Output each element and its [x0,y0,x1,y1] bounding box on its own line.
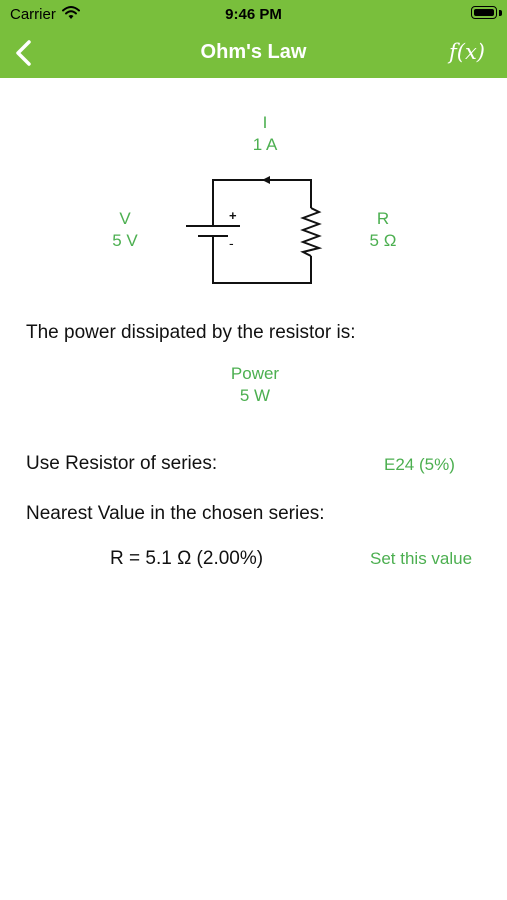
nearest-label: Nearest Value in the chosen series: [26,503,325,524]
set-value-button[interactable]: Set this value [370,549,473,568]
series-selector[interactable]: E24 (5%) [384,455,455,474]
resistor-zigzag [300,207,323,257]
page-title: Ohm's Law [200,41,307,63]
current-value: 1 A [252,135,278,154]
back-chevron-icon[interactable] [10,38,40,68]
status-bar: Carrier 9:46 PM [0,0,507,28]
battery-minus-sign: - [229,235,234,251]
battery-tip [499,10,502,16]
current-symbol: I [262,113,268,132]
formula-button[interactable]: f(x) [448,40,485,64]
resistance-symbol: R [376,209,390,228]
carrier-label: Carrier [10,6,56,23]
navigation-bar: Ohm's Law f(x) [0,28,507,78]
resistance-value: 5 Ω [369,231,397,250]
status-time: 9:46 PM [225,6,282,23]
wifi-icon [62,6,80,19]
power-value: 5 W [239,386,271,405]
battery-plus-sign: + [229,208,237,223]
nearest-value: R = 5.1 Ω (2.00%) [110,548,264,569]
circuit-diagram: + - [186,176,323,284]
current-label[interactable]: I 1 A [215,112,315,156]
power-result: Power 5 W [180,363,330,407]
power-statement: The power dissipated by the resistor is: [26,322,356,343]
resistance-label[interactable]: R 5 Ω [343,208,423,252]
circuit-wire-bottom [212,240,312,284]
current-arrow-icon [262,176,270,184]
voltage-symbol: V [119,209,131,228]
voltage-value: 5 V [112,231,138,250]
battery-icon [471,6,497,19]
circuit-wire [212,179,312,220]
series-label: Use Resistor of series: [26,453,218,474]
voltage-label[interactable]: V 5 V [85,208,165,252]
power-label: Power [230,364,280,383]
